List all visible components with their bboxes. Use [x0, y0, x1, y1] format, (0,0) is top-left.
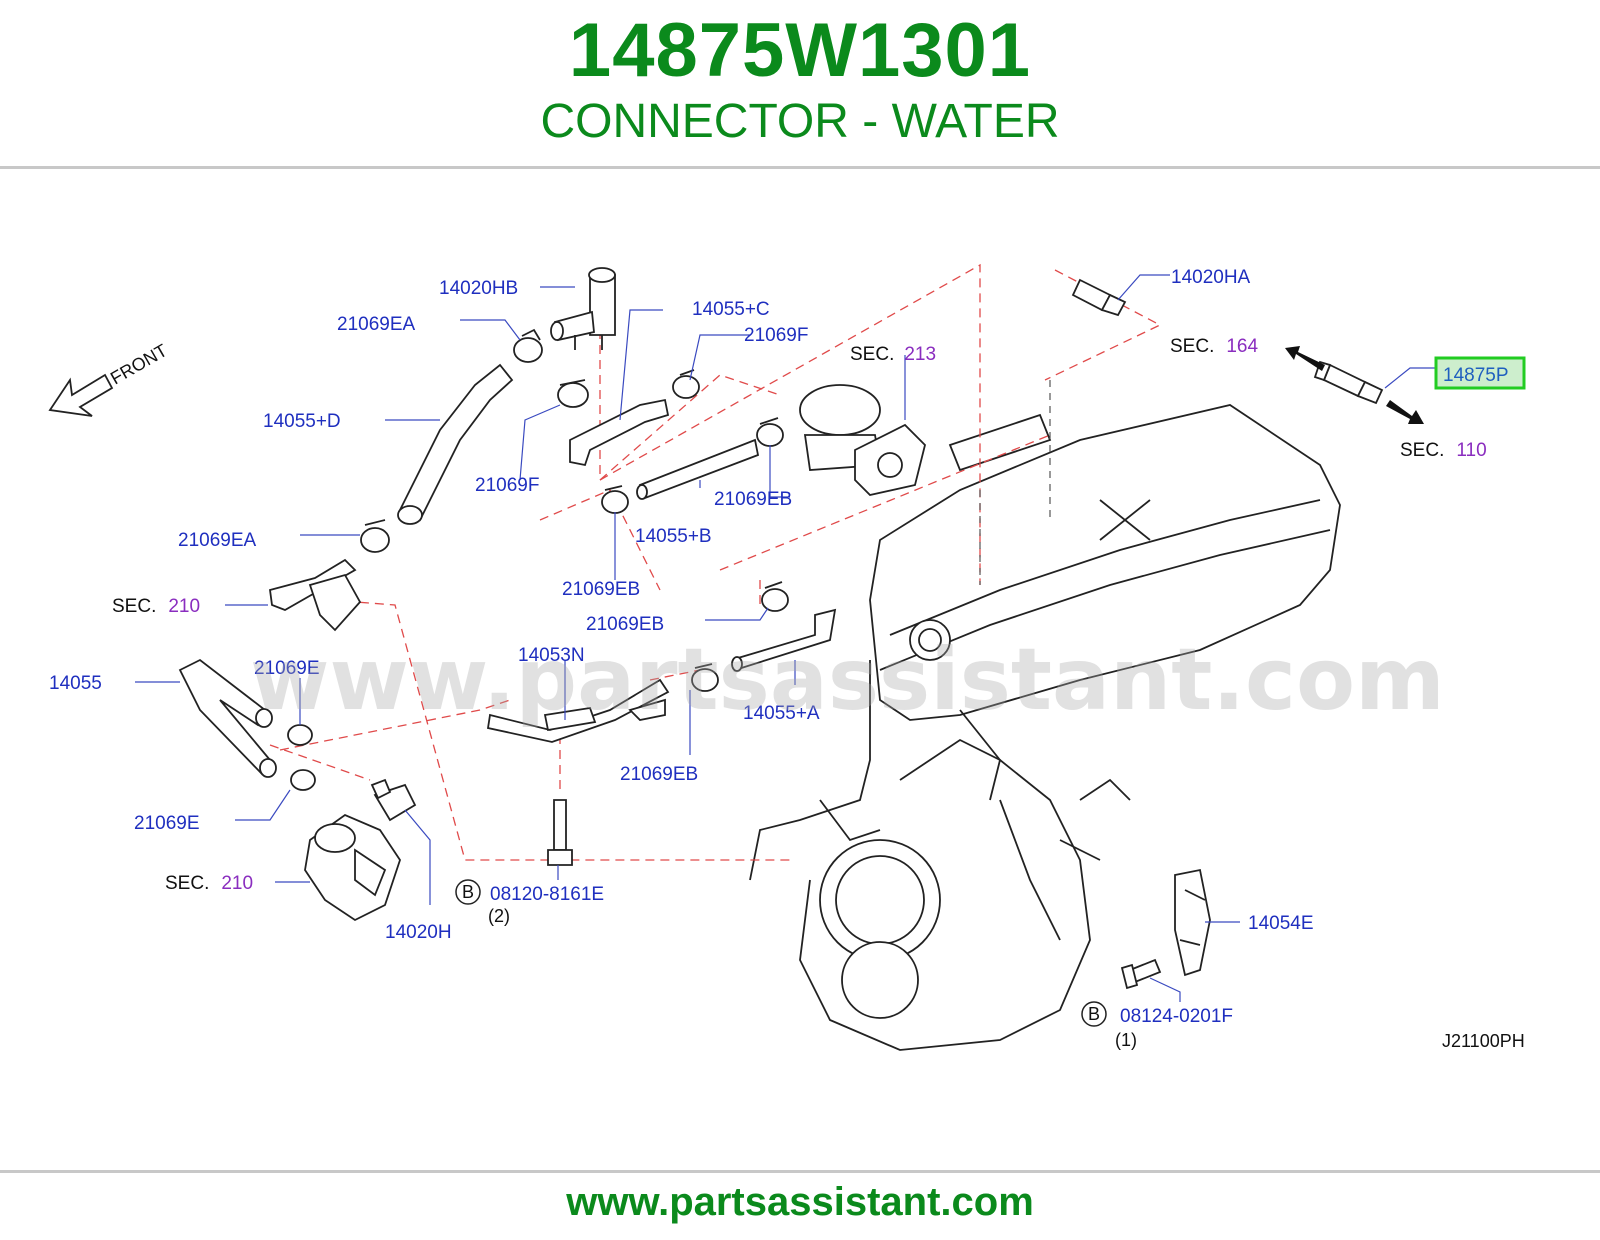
clamp-21069eb-bottom: [691, 663, 719, 692]
clamp-21069e-top: [287, 724, 313, 746]
label-21069ea-top[interactable]: 21069EA: [337, 314, 416, 335]
label-14020hb[interactable]: 14020HB: [439, 278, 518, 299]
outlet-14020hb: [550, 267, 616, 350]
bracket-14054e: [1174, 868, 1211, 977]
hose-14055b: [636, 438, 760, 500]
part-number-title: 14875W1301: [568, 8, 1032, 93]
label-21069f-top[interactable]: 21069F: [744, 325, 808, 346]
hose-14055: [178, 658, 277, 778]
sec-210-bottom[interactable]: SEC.210: [165, 873, 253, 894]
label-08120-8161e[interactable]: 08120-8161E: [490, 884, 604, 905]
clamp-21069e-bottom: [290, 769, 316, 791]
bolt-marker-qty: (2): [488, 906, 510, 926]
front-label: FRONT: [107, 340, 171, 388]
label-14055[interactable]: 14055: [49, 673, 102, 694]
sec-164[interactable]: SEC.164: [1170, 336, 1258, 357]
pipe-sec210-top: [269, 558, 362, 632]
bolt-08124: [1120, 958, 1162, 990]
hose-14055a: [731, 608, 837, 672]
label-08124-0201f[interactable]: 08124-0201F: [1120, 1006, 1233, 1027]
header: 14875W1301 CONNECTOR - WATER: [0, 0, 1600, 168]
arrow-to-sec164-icon: [1285, 346, 1325, 371]
label-21069e-bottom[interactable]: 21069E: [134, 813, 200, 834]
footer-divider: [0, 1170, 1600, 1173]
clamp-21069ea-top: [513, 328, 543, 363]
clamp-21069eb-mid: [601, 485, 629, 514]
bolt-marker-letter: B: [1088, 1004, 1100, 1024]
diagram-code: J21100PH: [1442, 1031, 1525, 1051]
clamp-21069eb-low: [761, 581, 789, 612]
sec-213[interactable]: SEC.213: [850, 344, 936, 365]
header-divider: [0, 166, 1600, 169]
bolt-marker-b-2: B (2): [455, 879, 510, 926]
label-14053n[interactable]: 14053N: [518, 645, 585, 666]
front-arrow-icon: [48, 373, 114, 417]
connector-14020ha: [1071, 278, 1127, 317]
connector-14875p: [1313, 360, 1384, 405]
bolt-08120: [547, 799, 573, 866]
bolt-marker-letter: B: [462, 882, 474, 902]
label-14875p[interactable]: 14875P: [1443, 365, 1509, 386]
clamp-21069f-mid: [557, 379, 589, 408]
label-21069eb-top[interactable]: 21069EB: [714, 489, 792, 510]
engine-dashed-guides: [979, 380, 1051, 585]
bolt-marker-qty: (1): [1115, 1030, 1137, 1050]
valve-sec213: [799, 384, 926, 496]
clamp-21069ea-mid: [360, 519, 390, 553]
label-21069eb-bottom[interactable]: 21069EB: [620, 764, 698, 785]
engine-outline: [749, 404, 1341, 1051]
hose-14055d: [397, 363, 514, 525]
highlighted-part-14875p[interactable]: 14875P: [1434, 356, 1526, 390]
label-14055a[interactable]: 14055+A: [743, 703, 820, 724]
label-14055d[interactable]: 14055+D: [263, 411, 341, 432]
label-14020h[interactable]: 14020H: [385, 922, 452, 943]
footer-url-link[interactable]: www.partsassistant.com: [566, 1180, 1034, 1224]
hose-14055c: [569, 398, 670, 467]
label-14020ha[interactable]: 14020HA: [1171, 267, 1251, 288]
pipe-14053n: [486, 678, 670, 743]
label-21069eb-mid[interactable]: 21069EB: [562, 579, 640, 600]
dashed-leader-lines: [269, 263, 1162, 861]
sec-210-top[interactable]: SEC.210: [112, 596, 200, 617]
sec-110[interactable]: SEC.110: [1400, 440, 1487, 461]
label-14054e[interactable]: 14054E: [1248, 913, 1314, 934]
clamp-21069f-top: [672, 369, 700, 399]
part-name-subtitle: CONNECTOR - WATER: [540, 95, 1060, 148]
arrow-to-sec110-icon: [1386, 400, 1424, 424]
label-14055c[interactable]: 14055+C: [692, 299, 770, 320]
parts-diagram: FRONT: [48, 263, 1526, 1051]
label-21069f-mid[interactable]: 21069F: [475, 475, 539, 496]
housing-sec210-bottom: [304, 813, 401, 922]
bolt-marker-b-1: B (1): [1081, 1001, 1137, 1050]
label-21069eb-low[interactable]: 21069EB: [586, 614, 664, 635]
leader-lines: [135, 274, 1440, 1002]
label-21069e-top[interactable]: 21069E: [254, 658, 320, 679]
part-labels: 14020HB 21069EA 14055+C 21069F 14055+D 2…: [49, 267, 1314, 1027]
clamp-21069eb-top: [756, 417, 784, 447]
label-14055b[interactable]: 14055+B: [635, 526, 712, 547]
section-references: SEC.213 SEC.164 SEC.110 SEC.210 SEC.210: [112, 336, 1487, 894]
label-21069ea-mid[interactable]: 21069EA: [178, 530, 257, 551]
connector-14020h: [370, 778, 417, 822]
